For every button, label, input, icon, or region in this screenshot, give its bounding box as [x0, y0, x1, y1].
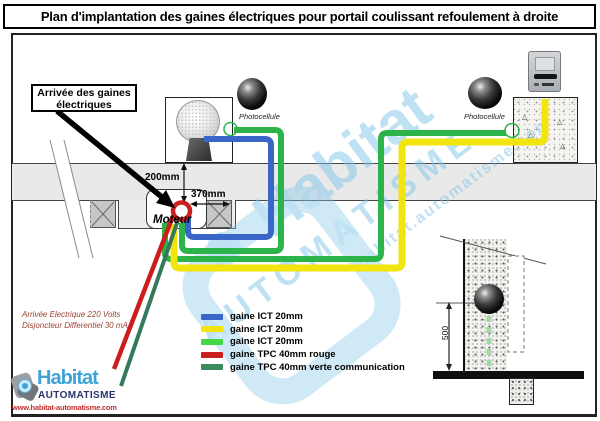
- section-dim-arrow-up: [446, 302, 452, 309]
- legend-item: gaine ICT 20mm: [201, 336, 405, 348]
- logo-name: Habitat: [37, 367, 99, 389]
- dim-200-arrow-up: [181, 163, 187, 170]
- logo-dot: [21, 382, 28, 389]
- driveway-stripe: [50, 140, 93, 258]
- dim-200-label: 200mm: [145, 172, 180, 183]
- dim-370-label: 370mm: [191, 189, 226, 200]
- legend-item: gaine ICT 20mm: [201, 311, 405, 323]
- power-supply-note: Arrivée Electrique 220 Volts Disjoncteur…: [22, 309, 128, 331]
- concrete-mark: △: [560, 143, 566, 150]
- keypad-label-strip: [542, 83, 554, 86]
- power-note-line1: Arrivée Electrique 220 Volts: [22, 310, 121, 319]
- legend-item: gaine ICT 20mm: [201, 323, 405, 335]
- section-photocell-sphere: [474, 284, 504, 314]
- callout-line2: électriques: [56, 99, 112, 111]
- photocell-right-label: Photocellule: [464, 112, 505, 121]
- foundation-x-marks: [91, 201, 232, 227]
- intercom-keypad: [528, 51, 561, 92]
- concrete-mark: △: [528, 132, 534, 139]
- connection-ring-left: [223, 121, 238, 137]
- legend-label: gaine ICT 20mm: [230, 311, 303, 323]
- motor-label: Moteur: [153, 214, 192, 226]
- legend-label: gaine ICT 20mm: [230, 336, 303, 348]
- legend-label: gaine TPC 40mm rouge: [230, 349, 336, 361]
- motor-ring: [170, 200, 193, 222]
- callout-line1: Arrivée des gaines: [37, 87, 131, 99]
- photocell-right-sphere: [468, 77, 502, 109]
- concrete-mark: △: [557, 119, 563, 126]
- legend-swatch-yellow: [201, 326, 223, 333]
- section-dim-label: 500: [440, 325, 450, 341]
- wall-band: [12, 163, 596, 201]
- keypad-slot: [534, 74, 557, 79]
- keypad-speaker: [535, 57, 555, 71]
- conduit-yellow-keypad: [170, 99, 549, 272]
- driveway-stripe-line: [49, 139, 80, 259]
- legend: gaine ICT 20mm gaine ICT 20mm gaine ICT …: [201, 311, 405, 373]
- callout-arrow-head: [156, 190, 175, 208]
- photocell-left-sphere: [237, 78, 267, 110]
- dim-370-arrow-left: [190, 201, 197, 207]
- legend-label: gaine ICT 20mm: [230, 323, 303, 335]
- keypad-button: [534, 83, 539, 86]
- photocell-left-label: Photocellule: [239, 112, 280, 121]
- section-dashed-duct: [507, 255, 525, 353]
- dim-370-arrow-right: [223, 201, 230, 207]
- callout-arrow-shaft: [55, 108, 165, 201]
- legend-label: gaine TPC 40mm verte communication: [230, 361, 405, 373]
- section-ground-line: [433, 371, 584, 379]
- legend-item: gaine TPC 40mm verte communication: [201, 361, 405, 373]
- power-note-line2: Disjoncteur Differentiel 30 mA: [22, 321, 128, 330]
- legend-swatch-green: [201, 338, 223, 345]
- connection-ring-right: [504, 122, 520, 139]
- logo-website: www.habitat-automatisme.com: [12, 403, 117, 412]
- conduit-red-power: [111, 215, 176, 370]
- concrete-mark: △: [522, 114, 528, 121]
- section-foundation-block: [509, 378, 534, 405]
- flashing-lamp-base: [186, 138, 212, 161]
- section-grade-line: [439, 235, 547, 265]
- conduit-green-photocell-left: [179, 127, 284, 254]
- dim-200-arrow-down: [181, 196, 187, 203]
- logo-subtitle: AUTOMATISME: [38, 390, 116, 401]
- conduit-darkgreen-communication: [119, 219, 180, 387]
- legend-swatch-blue: [201, 313, 223, 320]
- page-title: Plan d'implantation des gaines électriqu…: [3, 4, 596, 29]
- legend-swatch-darkgreen: [201, 364, 223, 371]
- gaines-callout-box: Arrivée des gaines électriques: [31, 84, 137, 112]
- driveway-stripe-line: [63, 139, 94, 259]
- legend-item: gaine TPC 40mm rouge: [201, 349, 405, 361]
- legend-swatch-red: [201, 351, 223, 358]
- section-dim-arrow-down: [446, 364, 452, 371]
- conduit-blue-lamp: [185, 136, 274, 240]
- habitat-logo-icon: [9, 371, 40, 403]
